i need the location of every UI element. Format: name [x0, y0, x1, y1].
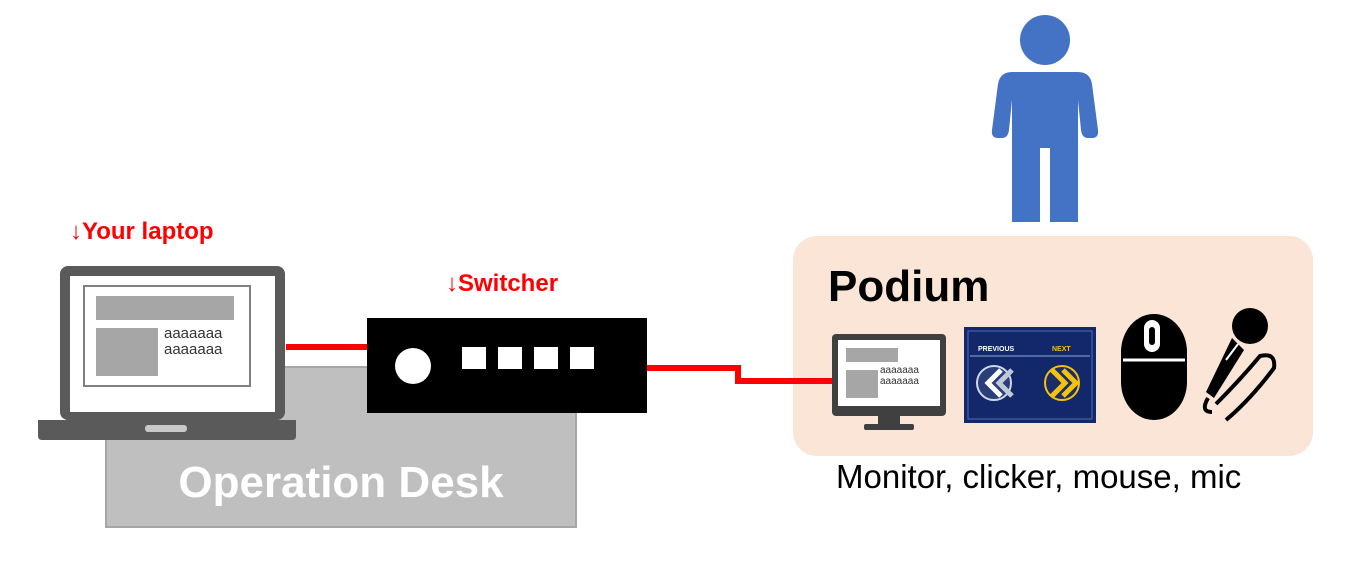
clicker-icon: [964, 327, 1096, 423]
your-laptop-label: ↓Your laptop: [70, 218, 214, 245]
monitor-screen-text-2: aaaaaaa: [880, 375, 919, 387]
switcher-label: ↓Switcher: [446, 270, 559, 297]
laptop-screen-text-1: aaaaaaa: [164, 326, 223, 342]
person-icon: [991, 15, 1099, 222]
mic-icon: [1202, 308, 1277, 422]
laptop-screen-text-2: aaaaaaa: [164, 340, 223, 358]
podium-label: Podium: [828, 262, 990, 311]
operation-desk-label: Operation Desk: [178, 458, 504, 507]
podium-equipment-caption: Monitor, clicker, mouse, mic: [836, 458, 1242, 495]
cable-switcher-to-podium: [646, 365, 832, 384]
switcher-icon: [367, 318, 647, 413]
clicker-next-label: NEXT: [1052, 346, 1071, 353]
clicker-previous-label: PREVIOUS: [978, 346, 1015, 353]
monitor-screen-text-1: aaaaaaa: [880, 366, 919, 376]
monitor-icon: [832, 334, 946, 430]
laptop-icon: [38, 266, 296, 440]
mouse-icon: [1121, 314, 1187, 420]
